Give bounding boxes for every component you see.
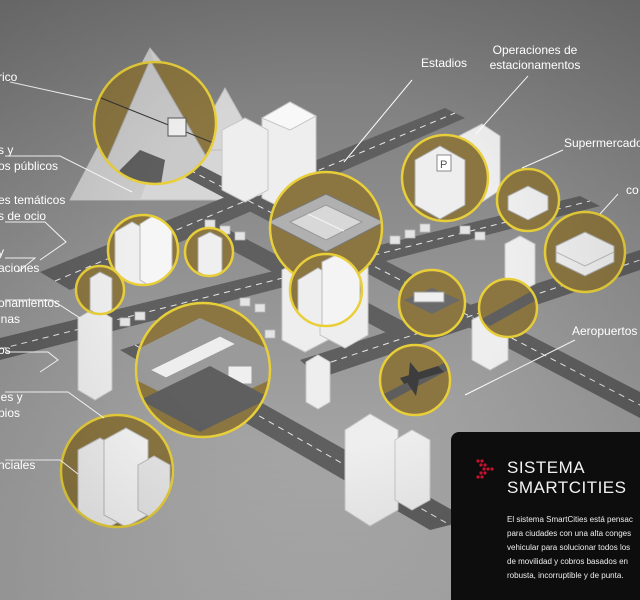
label-operaciones-line1: Operaciones de: [492, 43, 578, 57]
panel-title-line1: SISTEMA: [507, 458, 586, 477]
label-municipios-line1: les y: [0, 390, 23, 404]
panel-body-line: de movilidad y cobros basados en: [507, 557, 628, 566]
label-co: co: [626, 183, 639, 197]
panel-body-line: robusta, incorruptible y de punta.: [507, 571, 624, 580]
label-estacionamientos-line2: inas: [0, 312, 21, 326]
panel-body-line: vehicular para solucionar todos los: [507, 543, 631, 552]
label-transportes: os: [0, 343, 11, 357]
label-edificios-line1: s y: [0, 143, 14, 157]
label-aeropuertos: Aeropuertos: [572, 324, 638, 338]
label-residenciales: nciales: [0, 458, 36, 472]
label-hoteles-line2: aciones: [0, 261, 40, 275]
label-edificios-line2: os públicos: [0, 159, 59, 173]
label-operaciones-line2: estacionamentos: [489, 58, 581, 72]
panel-body: El sistema SmartCities está pensac para …: [507, 513, 633, 583]
label-parques-line1: es temáticos: [0, 193, 66, 207]
panel-title: SISTEMA SMARTCITIES: [507, 458, 626, 498]
panel-body-line: El sistema SmartCities está pensac: [507, 515, 633, 524]
panel-body-line: para ciudades con una alta conges: [507, 529, 632, 538]
label-hoteles-line1: y: [0, 245, 4, 259]
panel-title-line2: SMARTCITIES: [507, 478, 627, 497]
label-supermercados: Supermercados: [564, 136, 640, 150]
label-municipios-line2: pios: [0, 406, 21, 420]
label-estadios: Estadios: [421, 56, 468, 70]
label-parques-line2: s de ocio: [0, 209, 47, 223]
smartcities-info-panel: SISTEMA SMARTCITIES El sistema SmartCiti…: [451, 432, 640, 600]
label-estacionamientos-line1: onamientos: [0, 296, 61, 310]
label-turistico: rico: [0, 70, 18, 84]
chevron-arrow-icon: [476, 459, 494, 479]
